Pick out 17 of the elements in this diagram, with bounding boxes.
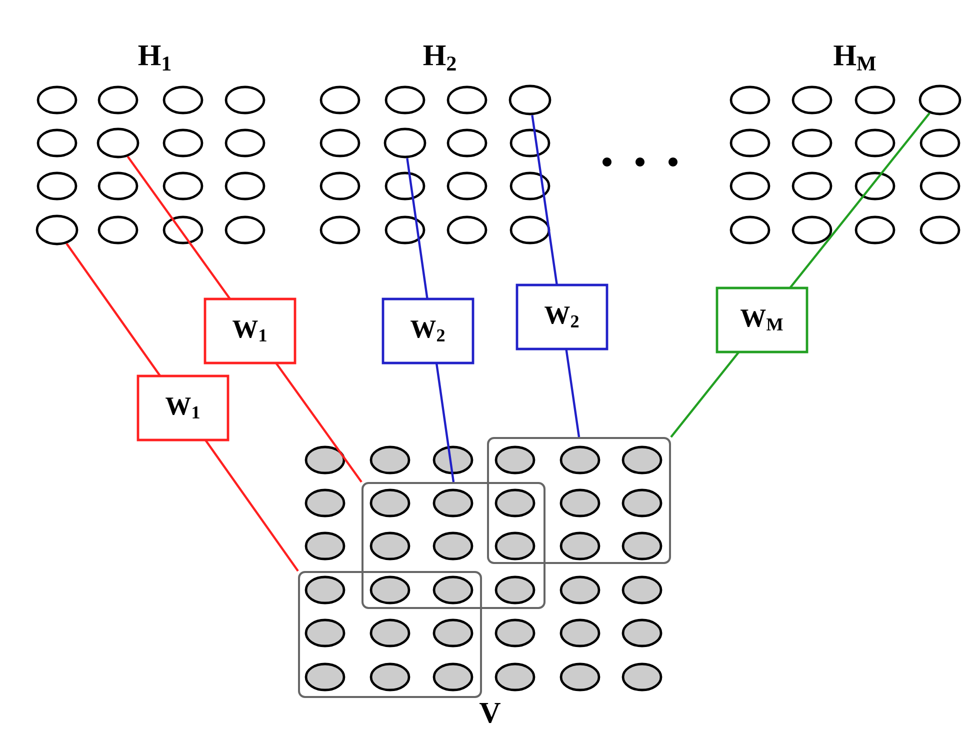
hidden-unit (508, 84, 552, 116)
receptive-field-box (362, 482, 546, 609)
receptive-field-box (487, 437, 671, 564)
layer-label: V (480, 702, 500, 724)
hidden-unit (384, 128, 426, 158)
weight-box: W$_{2}$ (382, 298, 474, 364)
layer-label: H$_{M}$ (834, 46, 876, 70)
hidden-unit (96, 128, 140, 158)
layer-label: H$_{2}$ (423, 46, 456, 70)
weight-box: W$_{1}$ (204, 298, 296, 364)
weight-box: W$_{1}$ (136, 374, 230, 442)
weight-box: W$_{2}$ (516, 284, 608, 350)
layer-label: H$_{1}$ (138, 46, 171, 70)
hidden-unit (918, 84, 962, 116)
receptive-field-box (298, 571, 482, 698)
hidden-unit (36, 214, 78, 246)
weight-box: W$_{M}$ (716, 286, 808, 354)
